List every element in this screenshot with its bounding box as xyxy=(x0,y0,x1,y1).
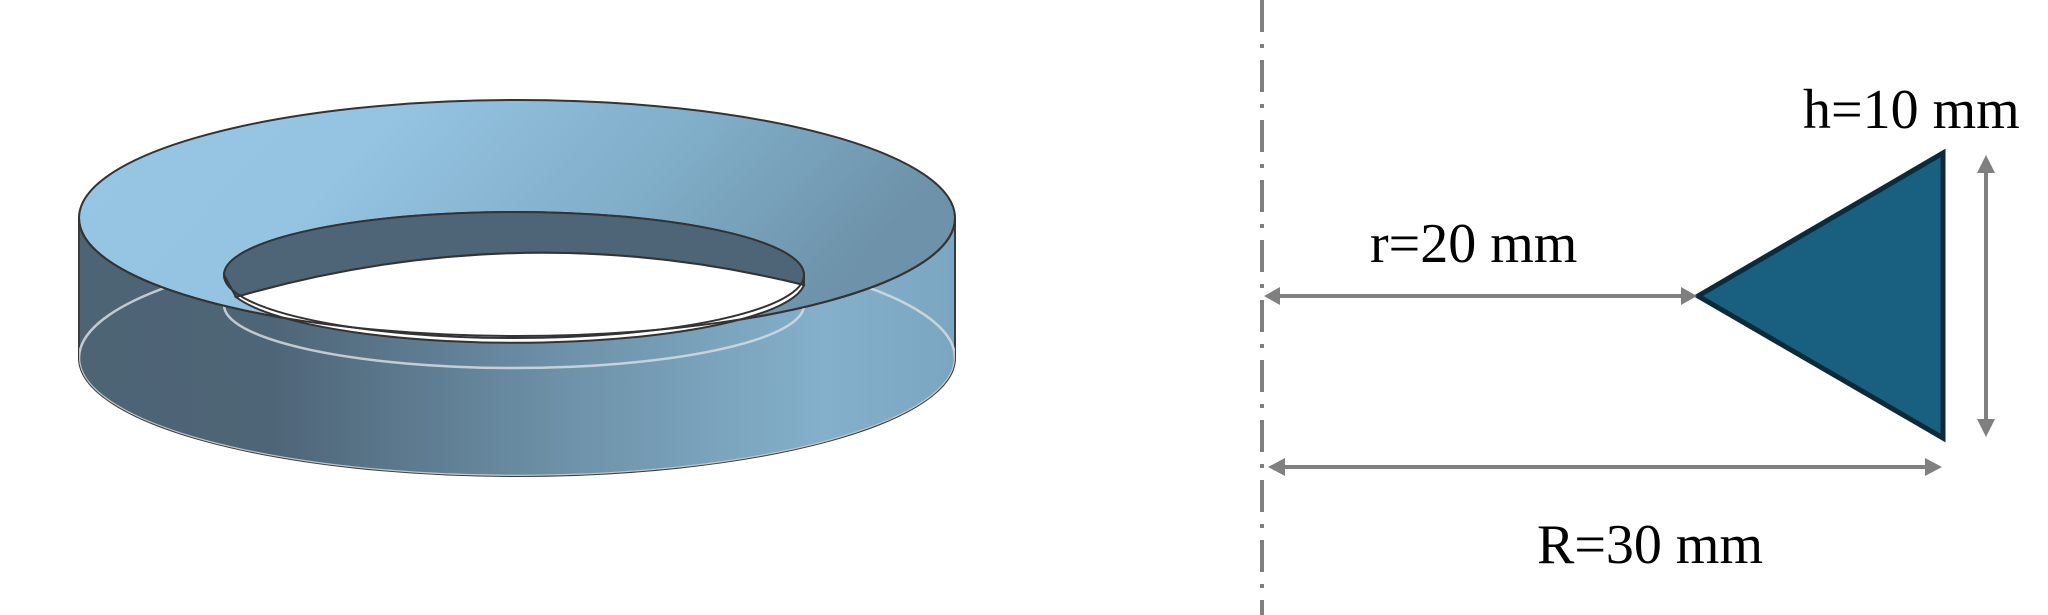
cross-section-sketch: r=20 mm R=30 mm h=10 mm xyxy=(1260,0,2020,615)
ring-3d-render xyxy=(77,99,957,477)
height-dimension-arrow xyxy=(1977,155,1995,437)
ring-inner-top-edge-front xyxy=(223,274,805,339)
inner-radius-dimension-arrow xyxy=(1264,287,1697,305)
outer-radius-dimension-arrow xyxy=(1268,458,1942,476)
height-label: h=10 mm xyxy=(1803,79,2020,141)
outer-radius-label: R=30 mm xyxy=(1537,514,1763,576)
ring-center-hole xyxy=(233,251,806,344)
triangle-cross-section xyxy=(1693,148,1946,443)
inner-radius-label: r=20 mm xyxy=(1370,213,1577,275)
ring-outer-top-edge-front xyxy=(78,217,956,337)
